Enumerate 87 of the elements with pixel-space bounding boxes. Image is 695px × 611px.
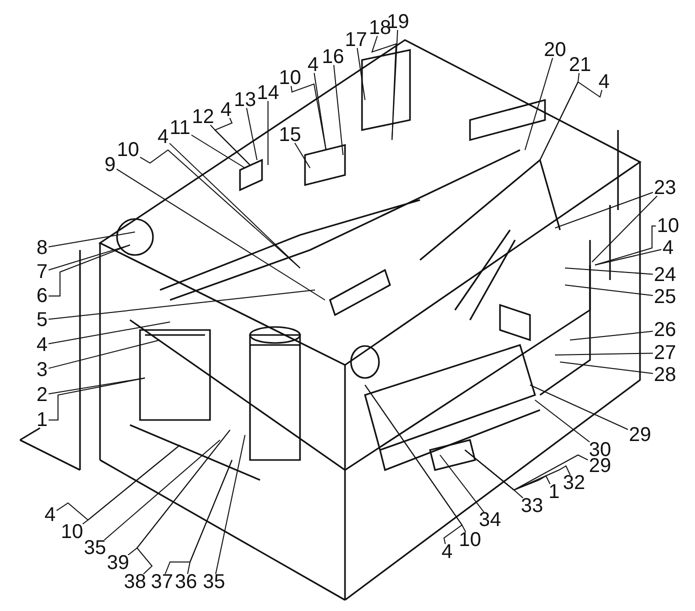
callout-number: 3 <box>36 360 48 380</box>
leader-line <box>540 81 602 160</box>
callout-number: 4 <box>598 72 610 92</box>
callout-number: 34 <box>478 510 502 530</box>
leader-line <box>140 149 300 268</box>
callout-number: 10 <box>458 530 482 550</box>
leader-line <box>464 450 524 498</box>
callout-number: 5 <box>36 310 48 330</box>
callout-number: 13 <box>234 90 256 110</box>
leader-line <box>48 340 160 369</box>
leader-line <box>82 444 180 524</box>
callout-number: 8 <box>36 238 48 258</box>
leader-line <box>534 400 590 442</box>
callout-number: 29 <box>628 425 652 445</box>
callout-number: 17 <box>344 30 368 50</box>
leader-line <box>190 134 246 168</box>
leader-line <box>564 268 654 275</box>
callout-number: 18 <box>368 18 392 38</box>
leader-line <box>356 48 366 100</box>
callout-number: 2 <box>36 385 48 405</box>
leader-line <box>187 460 232 574</box>
callout-number: 4 <box>36 335 48 355</box>
callout-number: 35 <box>202 572 226 592</box>
callout-number: 1 <box>36 410 48 430</box>
leader-line <box>48 322 170 344</box>
leader-line <box>524 58 554 150</box>
leader-line <box>215 434 246 574</box>
leader-line <box>560 362 654 374</box>
callout-number: 14 <box>256 83 280 103</box>
callout-number: 12 <box>192 107 214 127</box>
leader-line <box>48 244 130 270</box>
leader-line <box>246 108 258 160</box>
leader-line <box>594 249 662 266</box>
leader-line <box>594 226 656 266</box>
callout-number: 38 <box>124 572 146 592</box>
callout-number: 21 <box>568 55 592 75</box>
leader-line <box>48 290 316 320</box>
leader-line <box>333 64 344 156</box>
callout-number: 27 <box>654 343 676 363</box>
callout-number: 20 <box>544 40 566 60</box>
leader-line <box>570 330 654 340</box>
leader-line <box>294 142 310 168</box>
callout-number: 10 <box>656 216 680 236</box>
callout-number: 4 <box>220 100 232 120</box>
leader-line <box>169 142 300 268</box>
callout-number: 4 <box>662 238 674 258</box>
callout-number: 4 <box>157 127 169 147</box>
leader-line <box>392 30 398 140</box>
callout-number: 28 <box>654 365 676 385</box>
callout-number: 25 <box>654 287 676 307</box>
callout-number: 32 <box>562 473 586 493</box>
leader-line <box>136 430 230 574</box>
leader-line <box>48 378 146 420</box>
callout-number: 15 <box>278 125 302 145</box>
callout-number: 4 <box>307 55 319 75</box>
callout-number: 26 <box>654 320 676 340</box>
leader-line <box>214 118 250 166</box>
callout-number: 23 <box>654 178 676 198</box>
leader-line <box>592 196 658 262</box>
callout-number: 6 <box>36 286 48 306</box>
callout-number: 4 <box>441 542 453 562</box>
leader-line <box>104 440 220 540</box>
leader-line <box>530 384 628 430</box>
callout-number: 39 <box>106 553 130 573</box>
leader-line <box>314 72 326 150</box>
callout-number: 35 <box>84 538 106 558</box>
leader-line <box>564 284 654 296</box>
callout-number: 33 <box>520 496 544 516</box>
callout-number: 4 <box>44 505 56 525</box>
callout-number: 1 <box>548 482 560 502</box>
leader-line <box>554 192 654 228</box>
callout-number: 24 <box>654 265 676 285</box>
leader-line <box>48 232 136 248</box>
callout-number: 7 <box>36 262 48 282</box>
leader-line <box>554 352 654 356</box>
leader-line <box>48 244 130 296</box>
callout-number: 37 <box>150 572 174 592</box>
callout-number: 11 <box>170 118 190 138</box>
callout-number: 16 <box>322 47 344 67</box>
leader-line <box>116 168 326 300</box>
callout-number: 9 <box>104 155 116 175</box>
callout-number: 10 <box>278 68 302 88</box>
callout-number: 29 <box>588 456 612 476</box>
callout-number: 10 <box>116 140 140 160</box>
callout-number: 36 <box>174 572 198 592</box>
leader-line <box>440 454 484 512</box>
callout-number: 10 <box>60 522 84 542</box>
